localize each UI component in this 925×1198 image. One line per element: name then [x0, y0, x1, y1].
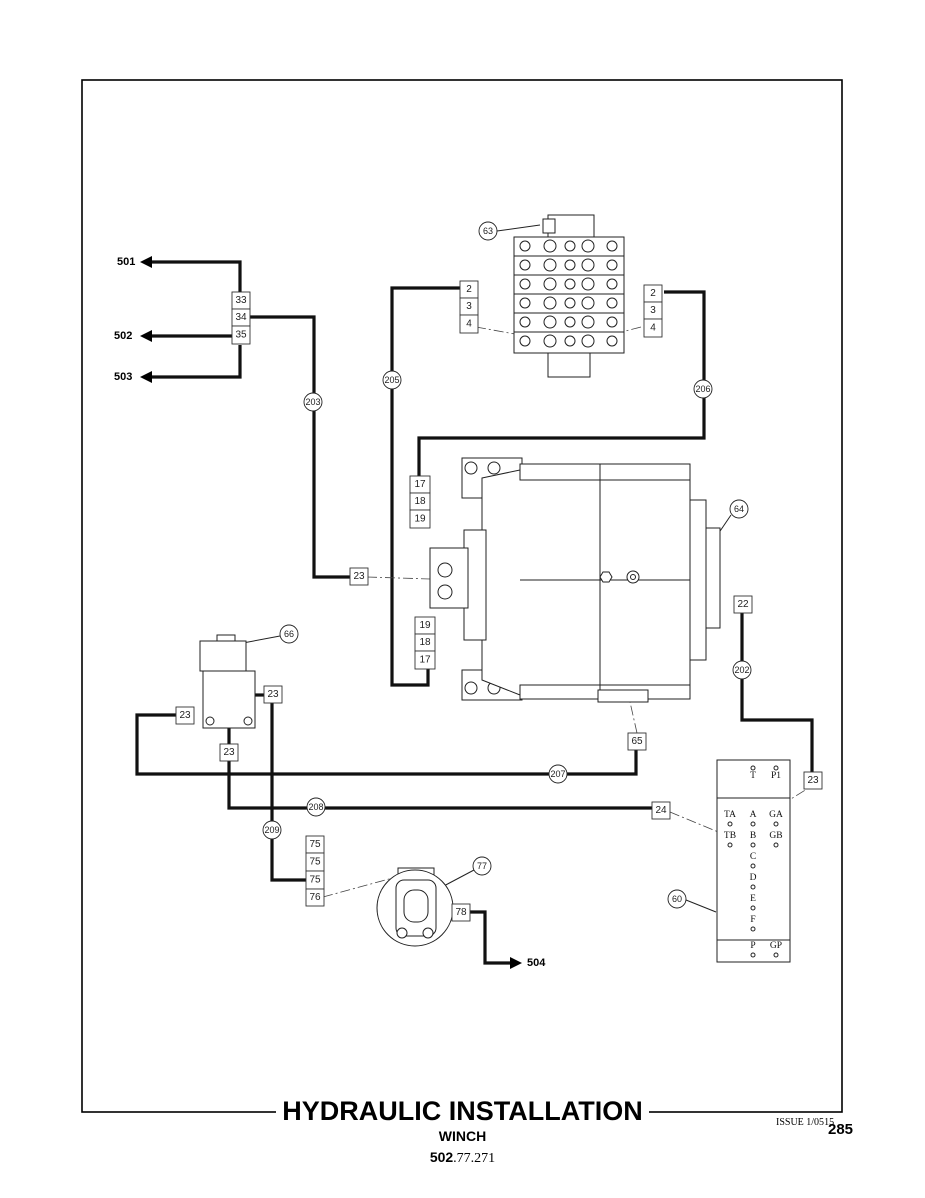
issue-text: ISSUE 1/05: [776, 1117, 825, 1128]
fitting-19-bottom: 19: [419, 620, 431, 631]
fitting-78: 78: [455, 907, 467, 918]
item-label-63: 63: [483, 226, 493, 236]
port-P: P: [750, 941, 755, 951]
fitting-35: 35: [235, 330, 247, 341]
hose-label-207: 207: [550, 769, 565, 779]
control-valve-block: [513, 214, 625, 378]
destination-arrows: [140, 256, 522, 969]
hose-to-503: [150, 345, 242, 379]
hose-label-208: 208: [308, 802, 323, 812]
item-65: 65: [631, 736, 643, 747]
fitting-33: 33: [235, 295, 247, 306]
port-TB: TB: [724, 831, 736, 841]
hose-209: [270, 702, 306, 882]
pressure-test-panel: [716, 759, 791, 963]
item-label-64: 64: [734, 504, 744, 514]
hose-label-205: 205: [384, 375, 399, 385]
page-number: 285: [828, 1121, 854, 1138]
fitting-4-right: 4: [650, 323, 656, 334]
port-F: F: [750, 915, 755, 925]
solenoid-valve: [199, 634, 256, 729]
port-GP: GP: [770, 941, 782, 951]
fitting-76: 76: [309, 892, 321, 903]
fitting-75-c: 75: [309, 875, 321, 886]
port-B: B: [750, 831, 756, 841]
hose-208: [227, 760, 652, 810]
port-A: A: [750, 810, 757, 820]
fitting-75-a: 75: [309, 839, 321, 850]
hose-lines: [135, 260, 814, 965]
hose-205: [390, 286, 460, 687]
drawing-code-rest: .77.271: [453, 1151, 496, 1166]
issue-suffix: 15: [824, 1117, 835, 1128]
fitting-23-valve-top: 23: [267, 689, 279, 700]
port-TA: TA: [724, 810, 736, 820]
fitting-24: 24: [655, 805, 667, 816]
drawing-code-bold: 502: [429, 1149, 454, 1165]
fitting-3-left: 3: [466, 301, 472, 312]
dest-501: 501: [117, 256, 135, 268]
fitting-19-top: 19: [414, 514, 426, 525]
item-label-60: 60: [672, 894, 682, 904]
fitting-23-winch: 23: [353, 571, 365, 582]
fitting-17-bottom: 17: [419, 655, 431, 666]
hose-label-209: 209: [264, 825, 279, 835]
fitting-labels: 33 34 35 2 3 4 2 3 4 17 18 19 19 18 17 2…: [175, 280, 823, 922]
hose-label-203: 203: [305, 397, 320, 407]
hose-and-item-callouts: 203 205 206 202 207 208 209 63 64 66 77 …: [262, 221, 752, 909]
port-GA: GA: [769, 810, 783, 820]
page-subtitle: WINCH: [438, 1128, 487, 1144]
dest-504: 504: [527, 957, 546, 969]
destination-labels: 501 502 503 504: [114, 256, 546, 969]
dest-502: 502: [114, 330, 132, 342]
hydraulic-motor: [376, 867, 454, 947]
fitting-2-left: 2: [466, 284, 472, 295]
fitting-3-right: 3: [650, 305, 656, 316]
fitting-23-valve-bottom: 23: [223, 747, 235, 758]
fitting-23-panel: 23: [807, 775, 819, 786]
hose-label-202: 202: [734, 665, 749, 675]
port-T: T: [750, 771, 756, 781]
hose-to-501: [150, 260, 242, 292]
arrow-501: [140, 256, 152, 268]
item-label-77: 77: [477, 861, 487, 871]
page-title-text: HYDRAULIC INSTALLATION: [276, 1096, 649, 1126]
hose-203: [250, 315, 350, 579]
hose-to-504: [470, 910, 510, 965]
hose-207: [135, 713, 638, 776]
page-title: HYDRAULIC INSTALLATION: [0, 1095, 925, 1127]
fitting-75-b: 75: [309, 857, 321, 868]
item-label-66: 66: [284, 629, 294, 639]
panel-port-labels: T P1 TA A GA TB B GB C D E F P GP: [724, 771, 783, 951]
drawing-code: 502.77.271: [0, 1149, 925, 1167]
port-P1: P1: [771, 771, 781, 781]
arrow-503: [140, 371, 152, 383]
fitting-4-left: 4: [466, 319, 472, 330]
fitting-17-top: 17: [414, 479, 426, 490]
port-C: C: [750, 852, 756, 862]
fitting-22: 22: [737, 599, 749, 610]
hose-206: [417, 290, 706, 476]
fitting-18-top: 18: [414, 496, 426, 507]
hose-label-206: 206: [695, 384, 710, 394]
fitting-23-valve-left: 23: [179, 710, 191, 721]
port-D: D: [750, 873, 757, 883]
port-E: E: [750, 894, 756, 904]
arrow-504: [510, 957, 522, 969]
arrow-502: [140, 330, 152, 342]
port-GB: GB: [769, 831, 782, 841]
issue-stamp: ISSUE 1/0515: [776, 1117, 834, 1128]
fitting-34: 34: [235, 312, 247, 323]
hose-202: [740, 612, 814, 772]
dest-503: 503: [114, 371, 132, 383]
fitting-2-right: 2: [650, 288, 656, 299]
winch-drum-assembly: [429, 457, 721, 703]
fitting-18-bottom: 18: [419, 637, 431, 648]
